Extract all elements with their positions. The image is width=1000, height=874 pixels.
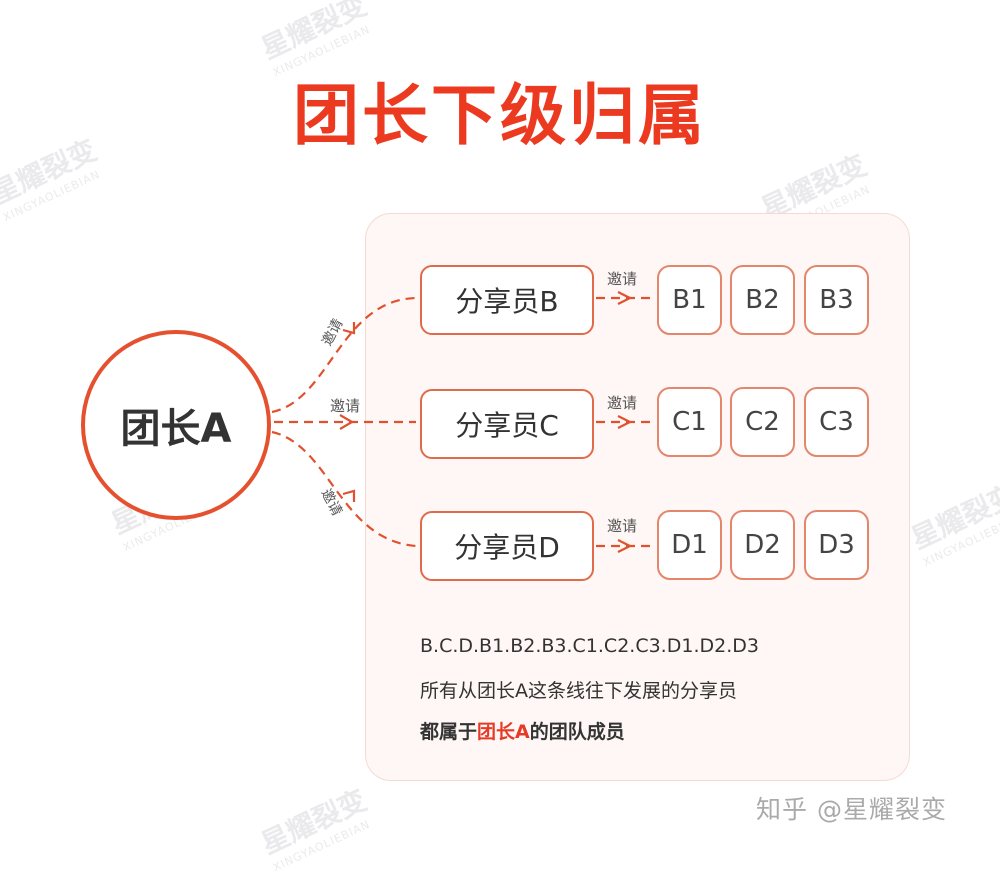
member-node: D1	[657, 510, 722, 580]
description-text: 所有从团长A这条线往下发展的分享员	[420, 680, 737, 702]
member-node: D2	[730, 510, 795, 580]
invite-label: 邀请	[317, 486, 345, 519]
summary-suffix: 的团队成员	[529, 721, 625, 743]
member-list-text: B.C.D.B1.B2.B3.C1.C2.C3.D1.D2.D3	[420, 635, 759, 657]
member-node: B1	[657, 265, 722, 335]
leader-node: 团长A	[81, 330, 271, 520]
invite-label: 邀请	[607, 270, 638, 288]
summary-highlight: 团长A	[477, 721, 530, 743]
member-node: B2	[730, 265, 795, 335]
sharer-node-d: 分享员D	[420, 511, 594, 581]
member-node: B3	[804, 265, 869, 335]
summary-prefix: 都属于	[420, 721, 478, 743]
invite-label: 邀请	[319, 316, 347, 349]
sharer-node-b: 分享员B	[420, 265, 594, 335]
page-title: 团长下级归属	[293, 77, 707, 154]
member-node: C3	[804, 387, 869, 457]
member-node: C1	[657, 387, 722, 457]
invite-label: 邀请	[330, 397, 361, 415]
leader-label: 团长A	[120, 406, 232, 452]
member-node: D3	[804, 510, 869, 580]
invite-label: 邀请	[607, 517, 638, 535]
sharer-node-c: 分享员C	[420, 389, 594, 459]
invite-label: 邀请	[607, 394, 638, 412]
source-credit: 知乎 @星耀裂变	[756, 795, 947, 824]
member-node: C2	[730, 387, 795, 457]
summary-text: 都属于团长A的团队成员	[420, 717, 625, 744]
